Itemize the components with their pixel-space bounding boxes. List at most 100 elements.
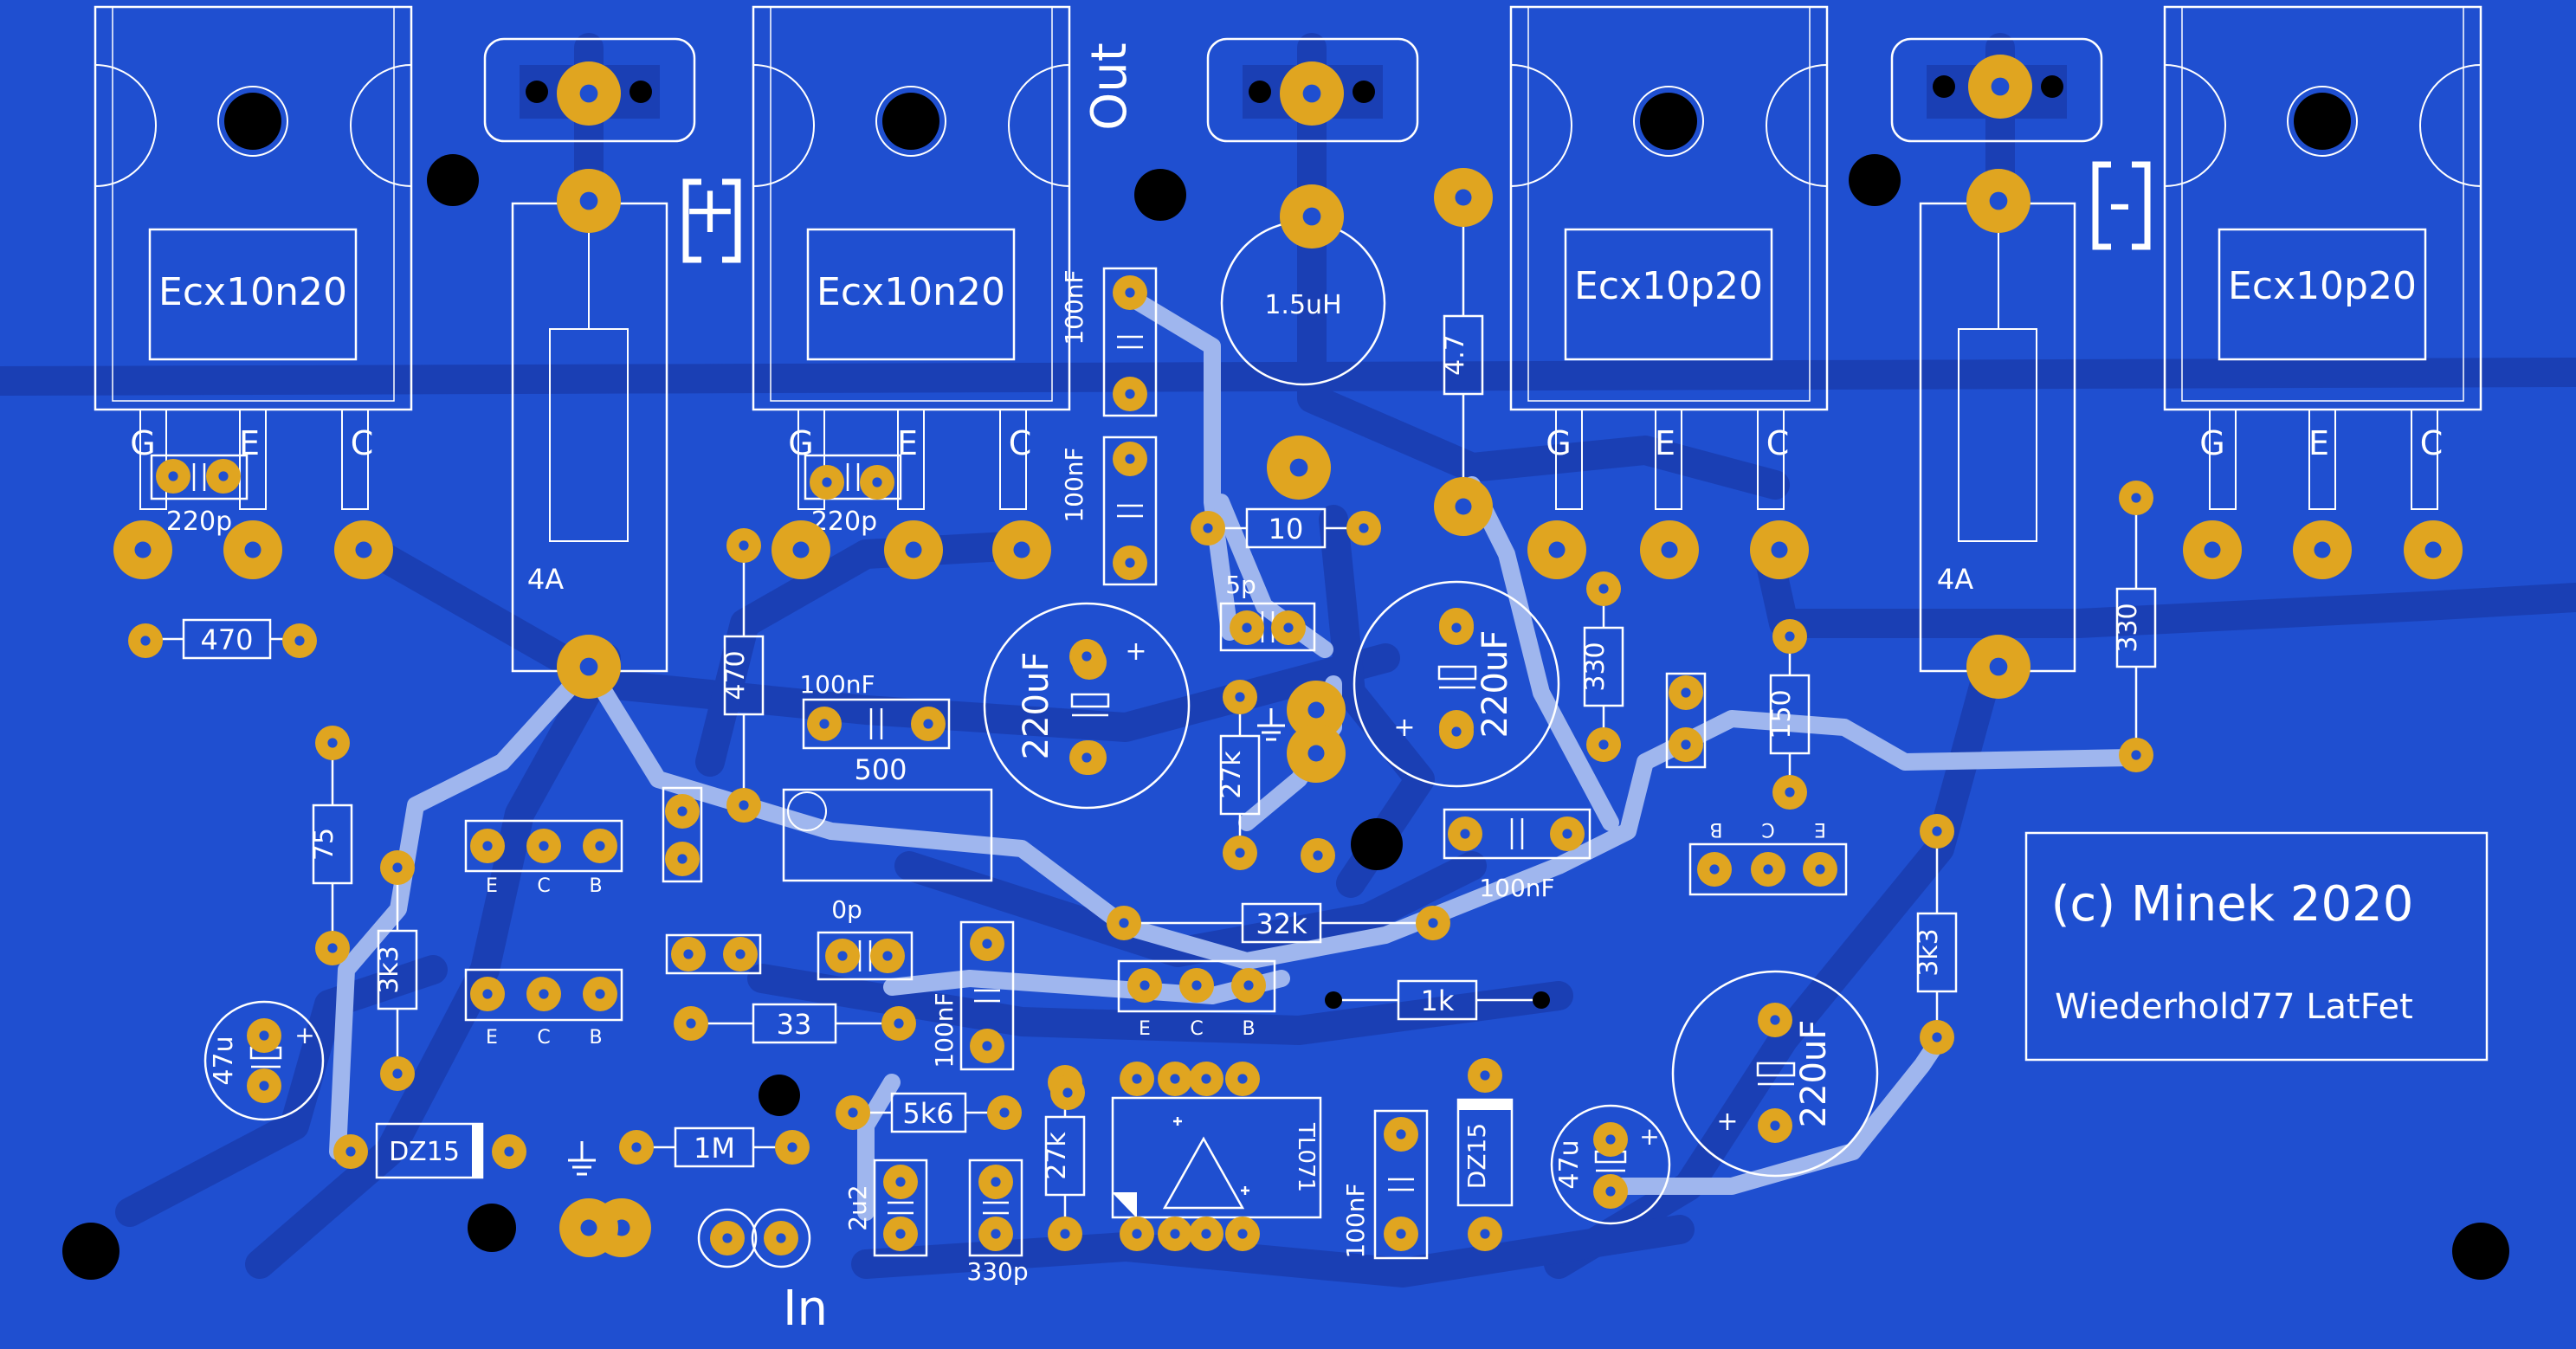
pad-drill-hole <box>1785 787 1795 797</box>
pin-label-c: C <box>1766 424 1790 462</box>
pad-drill-hole <box>923 719 933 729</box>
pad-drill-hole <box>1302 207 1321 226</box>
pad-drill-hole <box>895 1229 906 1239</box>
pad-drill-hole <box>1201 1074 1211 1084</box>
pad-drill-hole <box>1428 918 1438 928</box>
transistor-q4: Ecx10p20 G E C <box>2163 5 2482 510</box>
pin-label-e: E <box>1655 424 1675 462</box>
pad-drill-hole <box>1451 623 1462 633</box>
pad-drill-hole <box>1681 687 1691 698</box>
pad-drill-hole <box>1170 1229 1180 1239</box>
capacitor-47u-label: 47u <box>209 1036 239 1085</box>
mounting-hole <box>468 1204 516 1252</box>
connector-hole <box>629 81 652 103</box>
connector-hole <box>1353 81 1375 103</box>
capacitor-labels: 220p 220p 100nF 100nF 100nF 100nF 100nF … <box>166 269 1555 1286</box>
pin-label-e: E <box>2308 424 2329 462</box>
pin-label-c: C <box>1009 424 1032 462</box>
zener-diodes: DZ15 DZ15 <box>375 1098 1514 1207</box>
capacitor-0p-label: 0p <box>831 895 862 924</box>
resistor-150-label: 150 <box>1766 689 1797 739</box>
pad-drill-hole <box>905 541 922 558</box>
pad-drill-hole <box>1480 1070 1490 1081</box>
connector-hole <box>1933 75 1955 98</box>
pad-drill-hole <box>1013 541 1030 558</box>
pad-drill-hole <box>1062 1088 1073 1098</box>
pad-drill-hole <box>1235 848 1245 858</box>
pad-drill-hole <box>739 800 749 810</box>
pin-label-g: G <box>788 424 813 462</box>
fuse-rating: 4A <box>527 563 564 596</box>
resistor-470-label: 470 <box>720 650 751 700</box>
capacitor-100nf-label: 100nF <box>799 670 875 699</box>
mounting-hole <box>1134 169 1186 221</box>
pad-drill-hole <box>2204 541 2221 558</box>
pad-drill-hole <box>482 841 493 851</box>
pad-drill-hole <box>1140 980 1150 991</box>
pad-drill-hole <box>1203 523 1213 533</box>
pad-drill-hole <box>259 1030 269 1041</box>
pad-drill-hole <box>539 989 549 999</box>
trimmer: 500 <box>782 753 993 882</box>
pad-drill-hole <box>872 477 882 487</box>
pad-drill-hole <box>882 951 893 961</box>
pad-drill-hole <box>1709 864 1720 875</box>
electrolytic-labels: 220uF + 220uF + 220uF + 47u + 47u + <box>209 630 1834 1190</box>
pad-drill-hole <box>1932 826 1942 836</box>
capacitor-100nf-label: 100nF <box>1060 269 1088 345</box>
resistor-5k6-label: 5k6 <box>902 1097 953 1130</box>
pad-drill-hole <box>837 951 848 961</box>
pad-drill-hole <box>894 1018 904 1029</box>
trimmer-value: 500 <box>854 753 907 786</box>
pad-drill-hole <box>1237 1229 1248 1239</box>
transistor-label: Ecx10p20 <box>2228 264 2417 308</box>
pad-drill-hole <box>1598 584 1609 594</box>
plus-mark: + <box>294 1021 314 1049</box>
pad-drill-hole <box>218 471 229 481</box>
pad-drill-hole <box>345 1146 356 1157</box>
pad-drill-hole <box>1081 651 1092 662</box>
pad-drill-hole <box>1313 850 1323 861</box>
resistor-32k-label: 32k <box>1256 907 1307 940</box>
via <box>1325 991 1342 1009</box>
plus-mark: + <box>1716 1107 1738 1137</box>
pad-drill-hole <box>392 862 403 873</box>
pin-label-e: E <box>1139 1018 1151 1040</box>
zener-label: DZ15 <box>389 1137 460 1167</box>
pad-drill-hole <box>822 477 832 487</box>
copyright-block: (c) Minek 2020 Wiederhold77 LatFet <box>2024 831 2489 1062</box>
pad-drill-hole <box>2131 493 2141 503</box>
pad-drill-hole <box>579 657 598 676</box>
capacitor-220uf-label: 220uF <box>1794 1020 1834 1128</box>
pad-drill-hole <box>580 1219 597 1236</box>
pad-drill-hole <box>677 854 688 864</box>
pad-drill-hole <box>294 636 305 646</box>
capacitor-220uf-label: 220uF <box>1017 652 1056 760</box>
project-name: Wiederhold77 LatFet <box>2055 987 2413 1027</box>
pad-drill-hole <box>2314 541 2331 558</box>
capacitor-100nf-label: 100nF <box>1341 1183 1370 1258</box>
solder-pads <box>113 55 2463 1257</box>
pad-drill-hole <box>1605 1134 1616 1145</box>
pad-drill-hole <box>579 84 598 103</box>
pad-drill-hole <box>1480 1229 1490 1239</box>
capacitor-100nf-label: 100nF <box>1479 874 1554 902</box>
pad-drill-hole <box>1242 623 1252 633</box>
pad-drill-hole <box>1302 84 1321 103</box>
mounting-hole <box>62 1223 119 1280</box>
pad-drill-hole <box>244 541 261 558</box>
pad-drill-hole <box>1235 692 1245 702</box>
pad-drill-hole <box>2424 541 2442 558</box>
via <box>1533 991 1550 1009</box>
pad-drill-hole <box>686 1018 696 1029</box>
pad-drill-hole <box>1132 1074 1142 1084</box>
zener-label: DZ15 <box>1462 1123 1491 1189</box>
pad-drill-hole <box>1455 498 1472 515</box>
resistor-3k3-label: 3k3 <box>1914 928 1944 977</box>
pad-drill-hole <box>991 1229 1001 1239</box>
pad-drill-hole <box>1191 980 1202 991</box>
resistor-330-label: 330 <box>1580 642 1611 691</box>
plus-mark: + <box>1125 636 1146 667</box>
transistor-q3: Ecx10p20 G E C <box>1509 5 1829 510</box>
resistor-4-7-label: 4.7 <box>1440 334 1470 376</box>
